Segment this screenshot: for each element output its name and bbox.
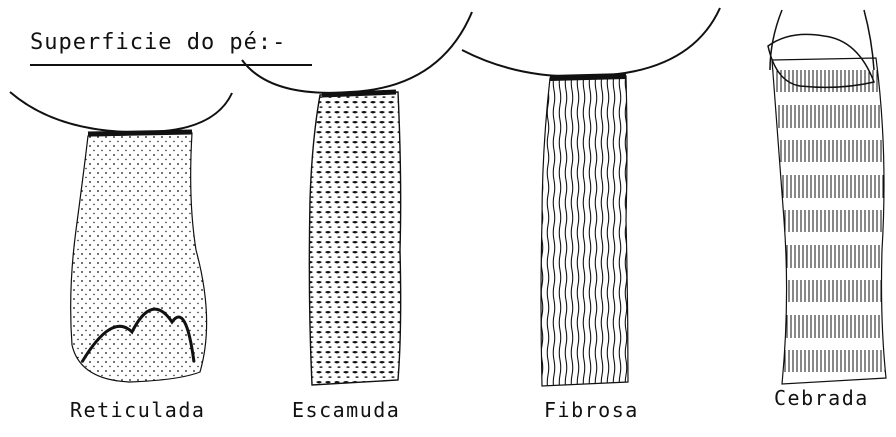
caption-reticulada: Reticulada: [70, 398, 205, 422]
stem-cebrada-drawing: [768, 10, 886, 384]
stem-fibrosa: [541, 76, 628, 386]
caption-fibrosa: Fibrosa: [544, 398, 639, 422]
heading-underline: [30, 64, 312, 66]
stem-reticulada-drawing: [10, 92, 232, 382]
caption-escamuda: Escamuda: [292, 398, 400, 422]
stem-reticulada: [71, 133, 207, 382]
caption-cebrada: Cebrada: [774, 386, 869, 410]
stem-cebrada: [772, 58, 886, 384]
stem-escamuda-drawing: [242, 12, 472, 385]
stem-fibrosa-drawing: [462, 8, 720, 386]
cap-reticulada: [10, 92, 232, 132]
stem-escamuda: [309, 92, 400, 385]
figure-heading: Superficie do pé:-: [30, 30, 286, 55]
cap-fibrosa: [462, 8, 720, 76]
